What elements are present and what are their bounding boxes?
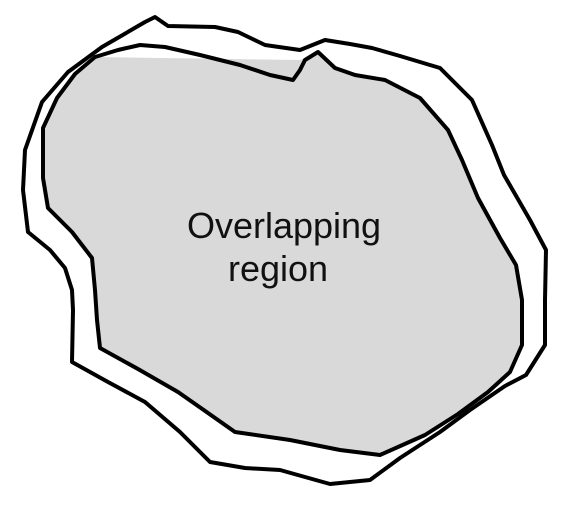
overlap-label: Overlapping region: [187, 205, 385, 289]
region-b-outline: [21, 15, 548, 486]
overlap-label-line-1: Overlapping: [187, 205, 381, 246]
overlap-label-line-2: region: [228, 248, 328, 289]
overlap-region: [43, 52, 522, 455]
region-a-outline: [41, 43, 524, 457]
